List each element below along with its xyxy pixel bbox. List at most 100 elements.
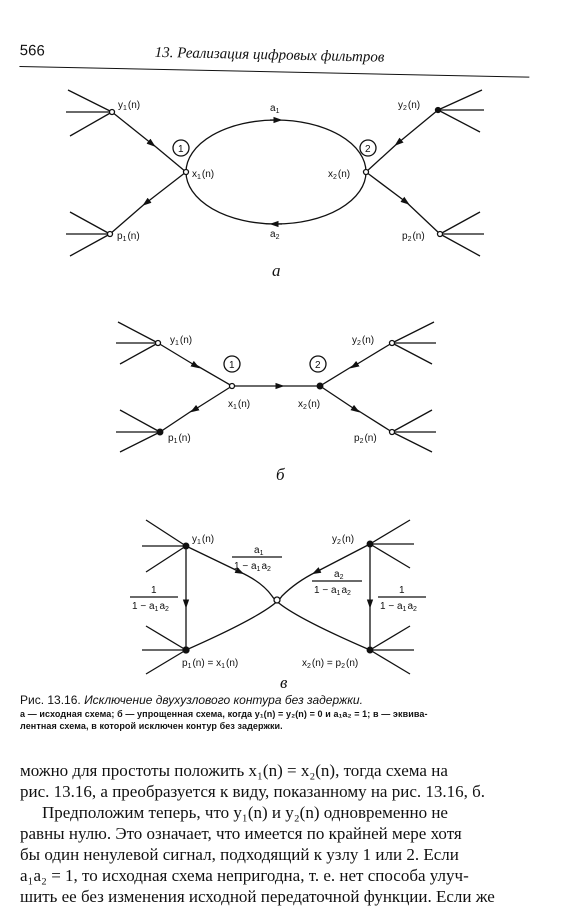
node-x2 [366,646,374,654]
output-line [391,409,433,433]
node-number-2: 2 [315,360,321,371]
label-p1: p1(n) [168,433,191,445]
label-y2: y2(n) [332,534,354,546]
label-p1-equals-x1: p1(n) = x1(n) [182,658,238,670]
node-number-1: 1 [178,144,184,155]
branch-x2-p2 [353,407,393,433]
branch-y2-x2 [319,363,357,387]
branch-x1-p1 [109,200,149,235]
branch-y1-x1 [157,342,200,369]
label-x2: x2(n) [328,169,350,181]
branch-y1-x2 [239,571,371,651]
label-y1: y1(n) [192,534,214,546]
branch-x2-p2 [319,385,360,413]
input-line [437,89,483,111]
input-line [369,519,411,545]
node-p1 [182,646,190,654]
output-line [119,409,161,433]
label-y1: y1(n) [170,335,192,347]
fraction-right-numerator: 1 [399,585,405,596]
label-p2: p2(n) [402,231,425,243]
node-y1 [108,108,116,116]
node-number-circle [359,139,377,157]
label-a2: a2 [270,229,280,241]
label-y1: y1(n) [118,100,140,112]
node-number-circle [172,139,190,157]
node-number-2: 2 [365,144,371,155]
output-line [119,431,161,453]
input-line [67,89,113,113]
label-p2: p2(n) [354,433,377,445]
node-number-circle [309,355,327,373]
fraction-right-denominator: 1 − a1a2 [380,601,417,613]
fraction-left-numerator: 1 [151,585,157,596]
input-line [145,545,187,573]
branch-y2-p1 [185,571,317,651]
panel-label-b: б [276,465,285,484]
input-line [369,543,411,569]
branch-y2-x2 [394,109,439,146]
input-line [117,321,159,344]
branch-y1-x1 [149,141,187,173]
fraction-upper-numerator: a1 [254,545,264,557]
node-number-1: 1 [229,360,235,371]
node-x1 [182,168,190,176]
text-line: равны нулю. Это означает, что имеется по… [20,824,462,843]
node-x2 [362,168,370,176]
label-y2: y2(n) [352,335,374,347]
text-line: бы один ненулевой сигнал, подходящий к у… [20,845,459,864]
panel-label-c: в [280,673,288,690]
fraction-lower-numerator: a2 [334,569,344,581]
input-line [437,109,481,133]
node-y2 [434,106,442,114]
input-line [119,342,159,365]
branch-y2-p1 [311,543,371,575]
input-line [391,342,433,365]
paragraph: можно для простоты положить x₁(n) = x₂(n… [20,760,532,802]
output-line [439,211,481,235]
diagram-b-labels: 1 2 y1(n) x1(n) p1(n) y2(n) x2(n) p2(n) … [168,335,377,484]
fraction-left-denominator: 1 − a1a2 [132,601,169,613]
node-y1 [182,542,190,550]
text-line: a₁a₂ = 1, то исходная схема непригодна, … [20,866,469,885]
label-y2: y2(n) [398,100,420,112]
caption-title: Рис. 13.16. Исключение двухузлового конт… [20,692,540,708]
diagram-b [116,321,436,453]
branch-y1-x1 [111,111,156,147]
branch-y1-x2 [185,545,245,574]
crossing-point [273,596,281,604]
label-x1: x1(n) [228,399,250,411]
output-line [369,649,411,675]
branch-y2-x2 [365,140,401,173]
node-p2 [388,428,396,436]
text-line: рис. 13.16, а преобразуется к виду, пока… [20,782,486,801]
panel-label-a: а [272,261,281,280]
caption-legend-line-1: а — исходная схема; б — упрощенная схема… [20,709,428,719]
output-line [145,649,187,675]
branch-x2-p2 [365,171,410,205]
node-p1 [106,230,114,238]
node-p1 [156,428,164,436]
label-x2-equals-p2: x2(n) = p2(n) [302,658,358,670]
output-line [145,625,187,651]
caption-title-text: Исключение двухузлового контура без заде… [84,693,363,707]
input-line [391,321,435,344]
text-line: Предположим теперь, что y₁(n) и y₂(n) од… [42,803,448,822]
fraction-lower-denominator: 1 − a1a2 [314,585,351,597]
branch-x1-p1 [190,385,233,413]
branch-x1-p1 [159,407,197,433]
branch-x1-p1 [142,171,187,206]
diagram-a [66,89,484,257]
diagram-c [130,519,426,675]
branch-x2-p2 [403,199,441,235]
input-line [145,519,187,547]
caption-legend-line-2: лентная схема, в которой исключен контур… [20,721,283,731]
text-line: шить ее без изменения исходной передаточ… [20,887,495,906]
node-y1 [154,339,162,347]
output-line [439,233,481,257]
body-text: можно для простоты положить x₁(n) = x₂(n… [20,760,532,907]
text-line: можно для простоты положить x₁(n) = x₂(n… [20,761,448,780]
figure-caption: Рис. 13.16. Исключение двухузлового конт… [20,692,540,732]
diagram-c-labels: y1(n) y2(n) p1(n) = x1(n) x2(n) = p2(n) … [132,534,417,690]
